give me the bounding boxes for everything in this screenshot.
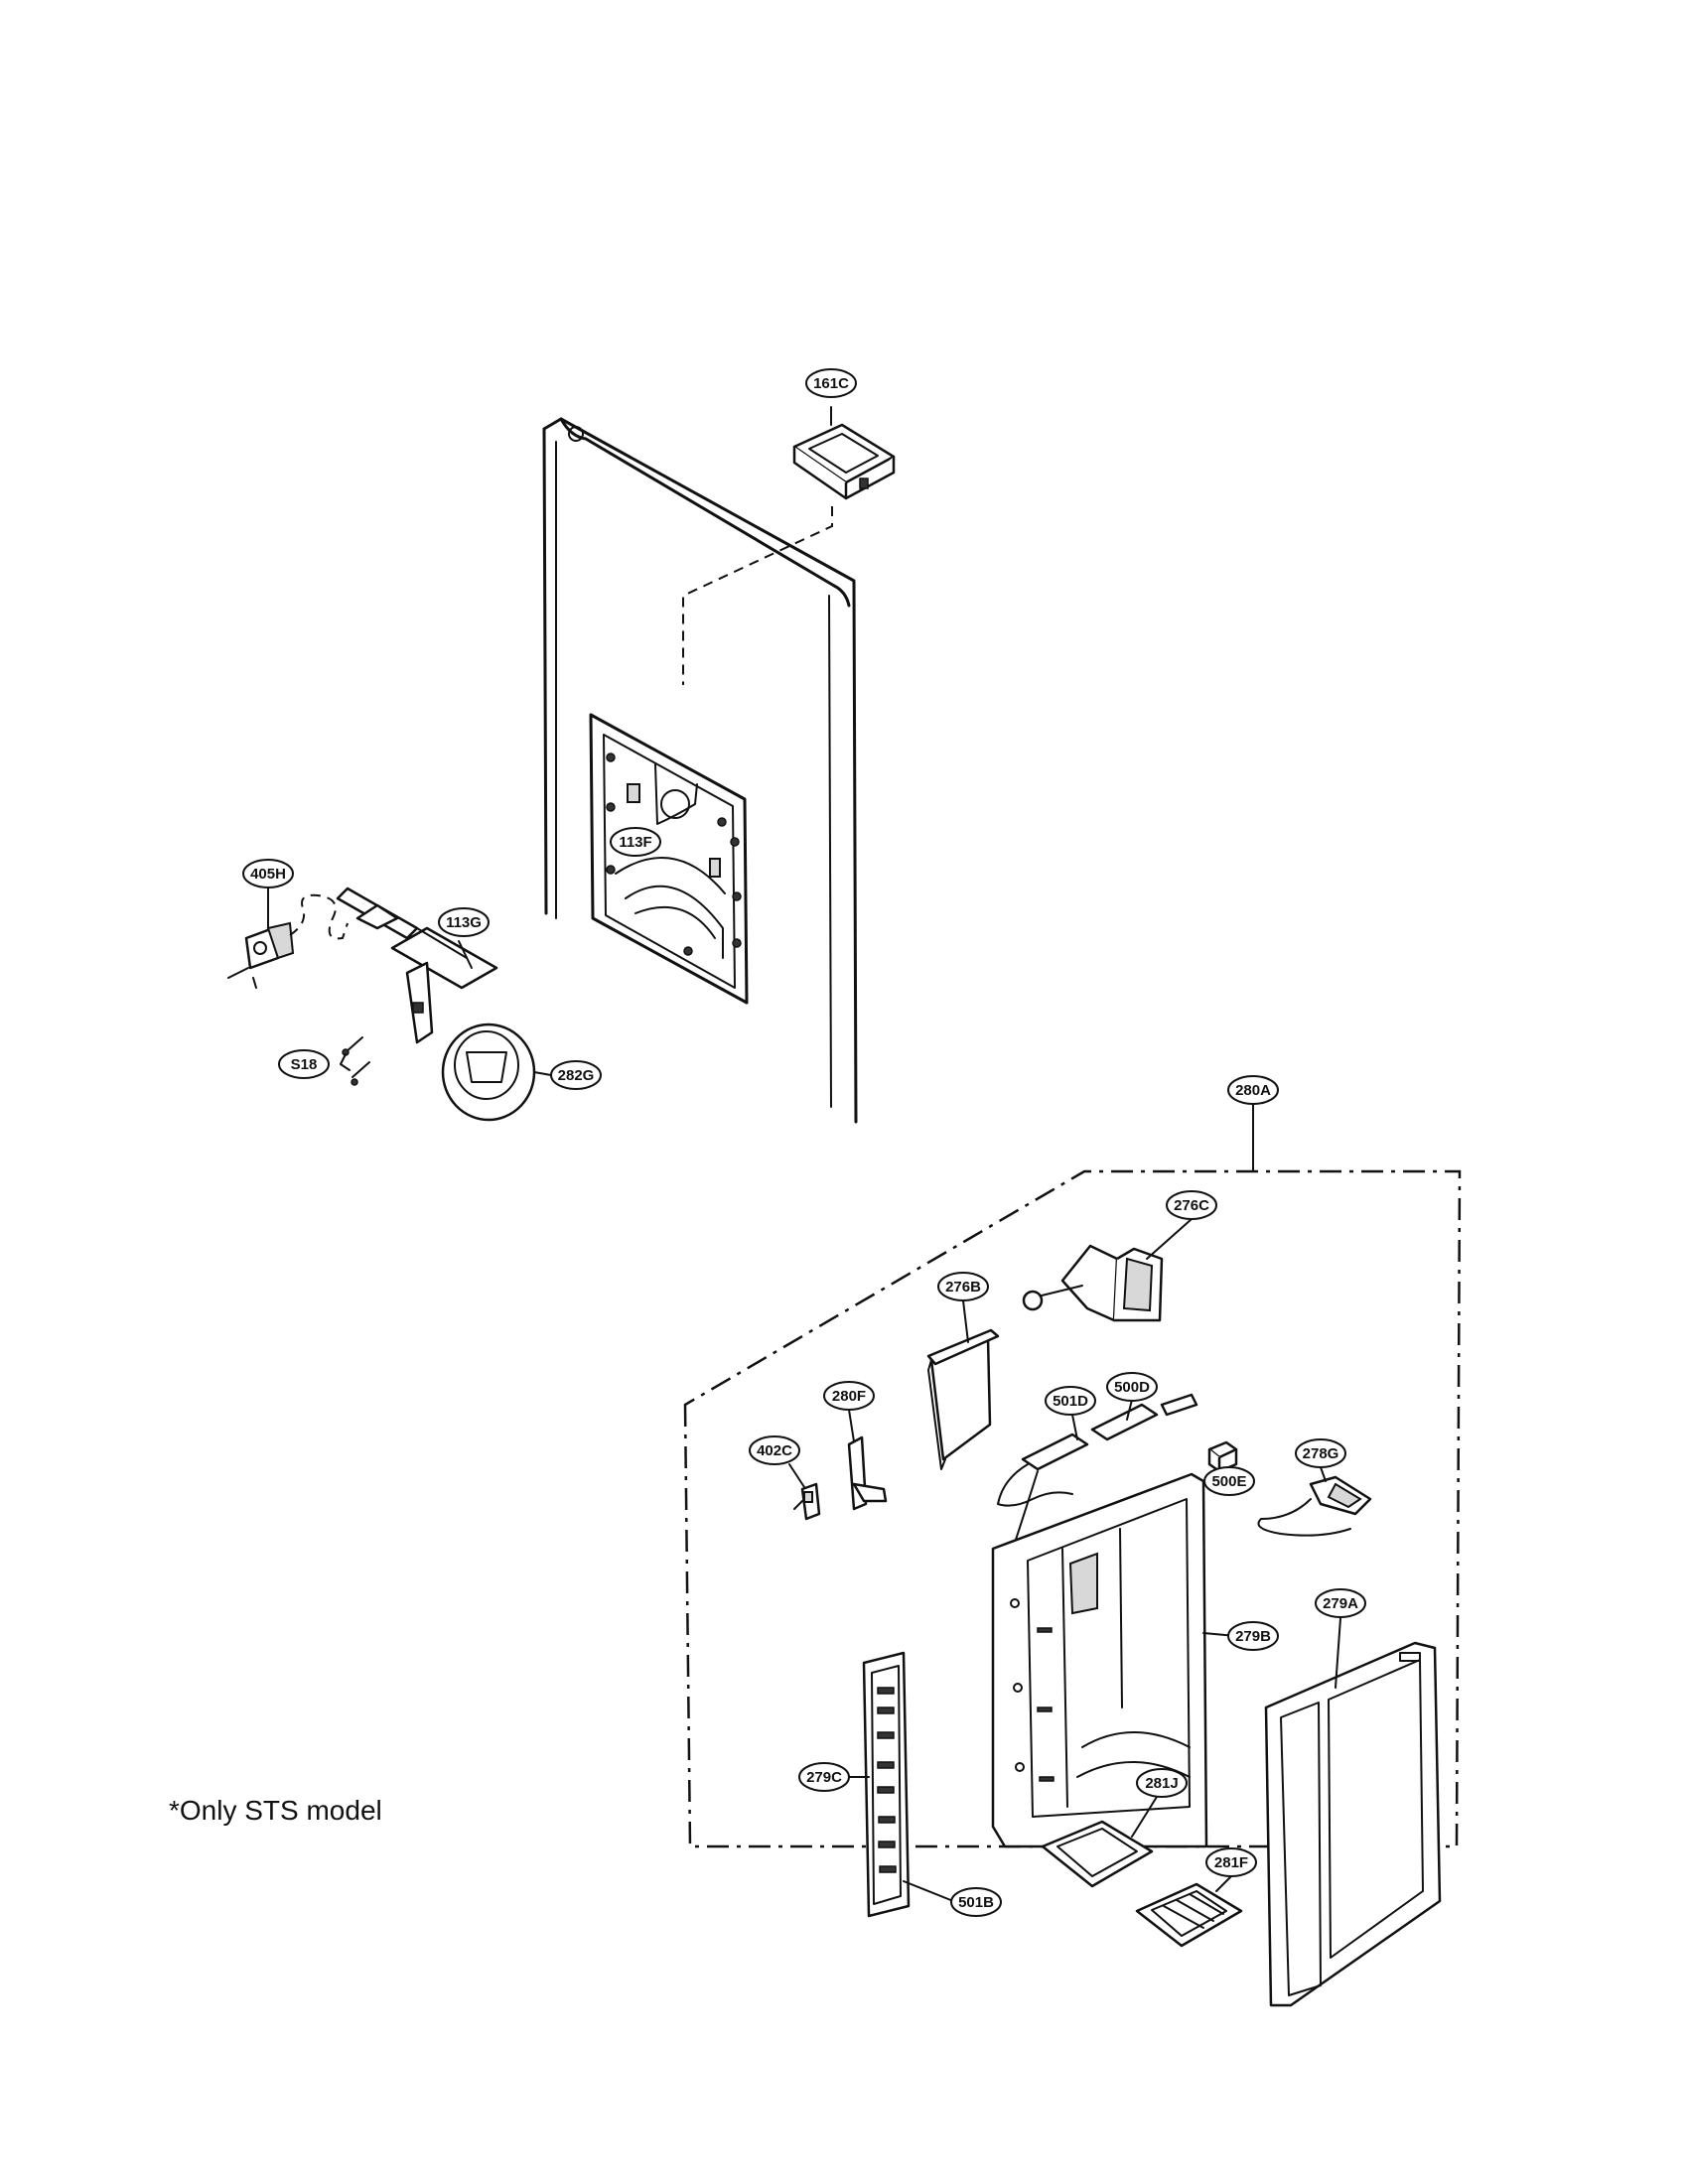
part-276c (1022, 1218, 1193, 1322)
svg-text:405H: 405H (250, 866, 286, 883)
callout-280f: 280F (823, 1381, 875, 1411)
part-282g (441, 1023, 552, 1122)
model-footnote: *Only STS model (169, 1795, 382, 1826)
part-161c (792, 406, 896, 500)
svg-text:276C: 276C (1174, 1197, 1209, 1214)
callout-279b: 279B (1227, 1621, 1279, 1651)
svg-text:501B: 501B (958, 1894, 994, 1911)
part-113g (336, 887, 498, 1044)
callout-276c: 276C (1166, 1190, 1217, 1220)
dashed-wire-405h (289, 893, 349, 940)
svg-text:281F: 281F (1214, 1854, 1248, 1871)
assembly-boundary-280a (683, 1169, 1462, 1848)
callout-279c: 279C (798, 1762, 850, 1792)
part-279a (1264, 1617, 1442, 2007)
callout-501d: 501D (1045, 1386, 1096, 1416)
screws-s18 (340, 1036, 370, 1086)
part-279c (848, 1651, 954, 1918)
svg-text:280F: 280F (832, 1388, 866, 1405)
dashed-guide-161c (682, 506, 833, 685)
callout-113f: 113F (610, 827, 661, 857)
svg-text:279A: 279A (1323, 1595, 1358, 1612)
callout-278g: 278G (1295, 1438, 1346, 1468)
svg-text:500E: 500E (1211, 1473, 1246, 1490)
svg-text:500D: 500D (1114, 1379, 1150, 1396)
svg-text:S18: S18 (291, 1056, 318, 1073)
part-281f (1135, 1875, 1243, 1948)
svg-text:161C: 161C (813, 375, 849, 392)
svg-text:501D: 501D (1053, 1393, 1088, 1410)
callout-402c: 402C (749, 1435, 800, 1465)
part-501d-500d-boards (997, 1393, 1198, 1593)
callout-276b: 276B (937, 1272, 989, 1301)
callout-500e: 500E (1203, 1466, 1255, 1496)
callout-282g: 282G (550, 1060, 602, 1090)
svg-text:113F: 113F (619, 834, 651, 851)
part-278g (1257, 1466, 1372, 1537)
callout-280a: 280A (1227, 1075, 1279, 1105)
part-402c (788, 1463, 821, 1521)
svg-text:402C: 402C (757, 1442, 792, 1459)
callout-281f: 281F (1205, 1847, 1257, 1877)
svg-text:278G: 278G (1303, 1445, 1339, 1462)
part-276b (926, 1299, 1000, 1470)
callout-113g: 113G (438, 907, 490, 937)
part-281j (1041, 1796, 1158, 1888)
part-500e (1207, 1440, 1238, 1473)
svg-text:279B: 279B (1235, 1628, 1271, 1645)
callout-405h: 405H (242, 859, 294, 888)
callout-500d: 500D (1106, 1372, 1158, 1402)
callout-s18: S18 (278, 1049, 330, 1079)
svg-text:279C: 279C (806, 1769, 842, 1786)
svg-text:113G: 113G (446, 914, 482, 931)
part-280f (847, 1409, 888, 1511)
svg-text:282G: 282G (558, 1067, 595, 1084)
part-405h (227, 887, 295, 989)
callout-279a: 279A (1315, 1588, 1366, 1618)
svg-text:276B: 276B (945, 1279, 981, 1296)
callout-161c: 161C (805, 368, 857, 398)
refrigerator-door (542, 417, 858, 1124)
svg-text:281J: 281J (1145, 1775, 1178, 1792)
callout-281j: 281J (1136, 1768, 1188, 1798)
callout-501b: 501B (950, 1887, 1002, 1917)
svg-text:280A: 280A (1235, 1082, 1271, 1099)
part-279b (991, 1472, 1237, 1848)
